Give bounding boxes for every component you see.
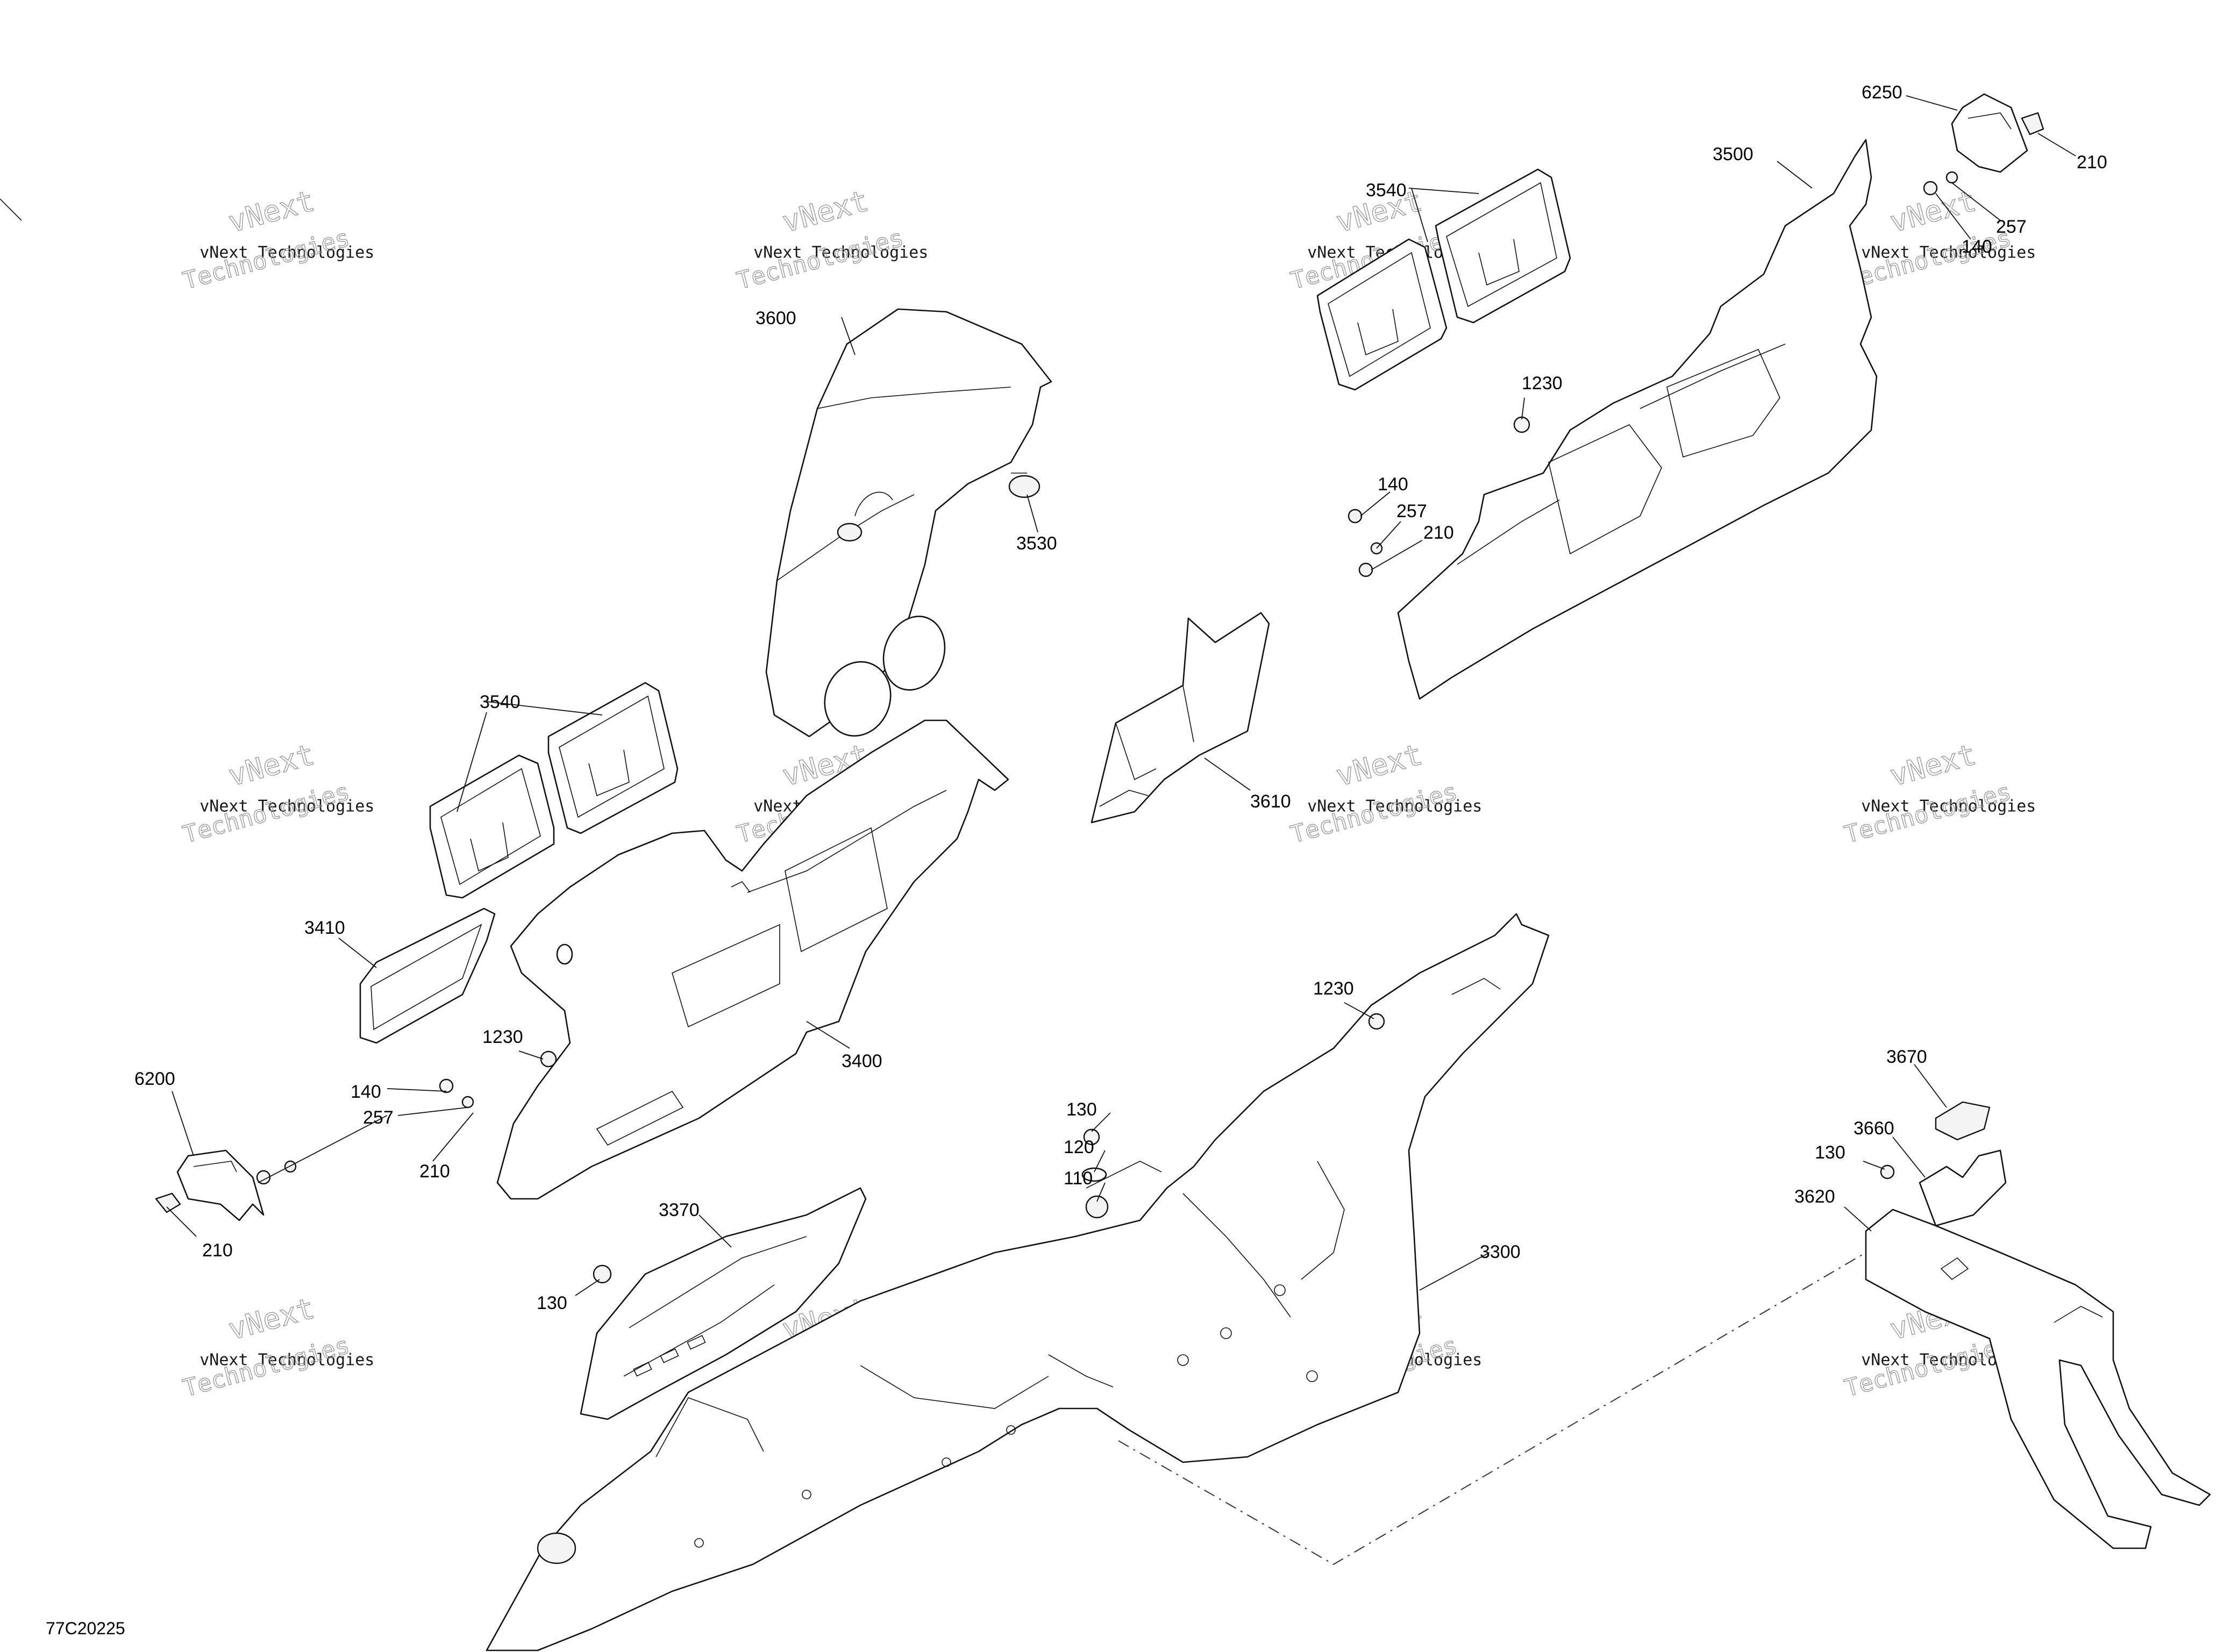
leader-lines (166, 95, 2076, 1296)
corner-mark (0, 198, 22, 221)
callout-140-right: 140 (1378, 474, 1408, 495)
callout-3610: 3610 (1250, 791, 1291, 812)
part-3600-duct (765, 308, 1052, 738)
watermark-top: vNext (779, 184, 872, 239)
callout-3400: 3400 (842, 1051, 882, 1071)
callout-130-center: 130 (1066, 1099, 1097, 1120)
watermark-middle: vNext Technologies (199, 797, 374, 816)
assembly-dash-line (1118, 1252, 1866, 1565)
part-3530-grommet (1008, 475, 1040, 498)
part-3410-cover (359, 907, 496, 1044)
watermark-top: vNext (1332, 738, 1425, 793)
part-6200-bracket (155, 1149, 265, 1221)
part-3620-frame (1865, 1208, 2211, 1549)
part-130-screw-right (1880, 1164, 1895, 1179)
callout-257-left: 257 (363, 1107, 394, 1128)
callout-3620: 3620 (1794, 1186, 1835, 1207)
callout-3370: 3370 (659, 1200, 700, 1220)
callout-210-right: 210 (1423, 523, 1454, 543)
callout-3540-left: 3540 (480, 692, 521, 712)
part-3660-3670-clamp (1880, 1101, 2007, 1227)
watermark-middle: vNext Technologies (1861, 243, 2036, 262)
part-3540-pads-left (429, 682, 679, 899)
watermark-8: vNext vNext Technologies Technologies (1841, 737, 2036, 849)
watermark-middle: vNext Technologies (199, 1350, 374, 1369)
callout-6250: 6250 (1862, 82, 1902, 103)
callout-3500: 3500 (1713, 144, 1753, 165)
watermark-middle: vNext Technologies (753, 243, 928, 262)
part-3610-panel (1090, 612, 1270, 824)
diagram-id-label: 77C20225 (46, 1619, 125, 1638)
callout-210-top-right: 210 (2077, 152, 2107, 173)
watermark-7: vNext vNext Technologies Technologies (1287, 737, 1482, 849)
watermark-top: vNext (1886, 738, 1979, 793)
watermark-1: vNext vNext Technologies Technologies (180, 183, 374, 295)
callout-110: 110 (1064, 1168, 1093, 1189)
watermark-middle: vNext Technologies (1307, 797, 1482, 816)
callout-1230-center: 1230 (1313, 978, 1354, 999)
part-3400-shroud (496, 719, 1009, 1200)
callout-257-right: 257 (1396, 501, 1427, 521)
callout-210-bottom-left: 210 (202, 1240, 233, 1261)
watermark-5: vNext vNext Technologies Technologies (180, 737, 374, 849)
callout-3530: 3530 (1016, 533, 1057, 554)
watermark-top: vNext (225, 738, 318, 793)
watermark-9: vNext vNext Technologies Technologies (180, 1291, 374, 1403)
callout-257-top-right: 257 (1996, 217, 2027, 237)
callout-130-right: 130 (1815, 1142, 1845, 1163)
callout-3300: 3300 (1480, 1242, 1521, 1262)
callout-3660: 3660 (1854, 1118, 1894, 1139)
part-6250-bracket (1951, 93, 2044, 173)
callout-1230-left: 1230 (482, 1027, 523, 1047)
callout-1230-right: 1230 (1522, 373, 1563, 394)
callout-120: 120 (1064, 1137, 1094, 1157)
watermark-middle: vNext Technologies (1861, 797, 2036, 816)
callout-labels: 6250 210 3500 257 140 3540 3600 3530 123… (134, 82, 2107, 1313)
callout-210-left: 210 (419, 1161, 450, 1182)
watermark-top: vNext (225, 184, 318, 239)
part-3500-shroud (1397, 139, 1878, 700)
watermark-middle: vNext Technologies (199, 243, 374, 262)
callout-140-top-right: 140 (1962, 237, 1992, 257)
callout-3540-top: 3540 (1366, 180, 1407, 201)
callout-3600: 3600 (755, 308, 796, 328)
callout-140-left: 140 (351, 1082, 381, 1102)
callout-130-left: 130 (537, 1293, 567, 1313)
callout-3410: 3410 (304, 918, 345, 938)
part-3540-pads-top (1316, 168, 1571, 391)
watermark-top: vNext (225, 1291, 318, 1347)
part-3300-floor (486, 913, 1550, 1651)
watermark-2: vNext vNext Technologies Technologies (733, 183, 928, 295)
callout-3670: 3670 (1886, 1047, 1927, 1067)
part-3370-tray (580, 1187, 867, 1420)
callout-6200: 6200 (134, 1069, 175, 1089)
